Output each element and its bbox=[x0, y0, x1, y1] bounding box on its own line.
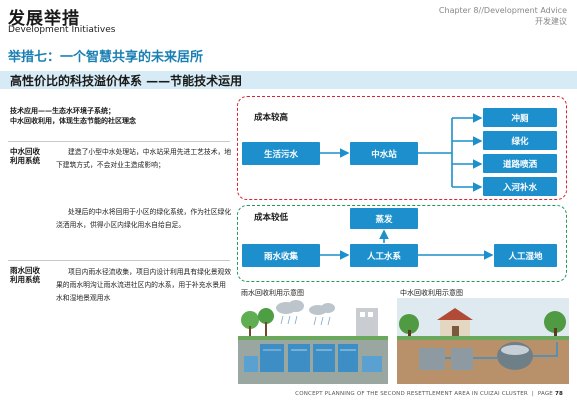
chapter-subtitle: 开发建议 bbox=[535, 17, 567, 26]
tech-line-1: 技术应用——生态水环境子系统； bbox=[10, 107, 115, 115]
box-river-refill: 入河补水 bbox=[483, 177, 557, 196]
box-flush: 冲厕 bbox=[483, 108, 557, 127]
tech-line-2: 中水回收利用，体现生态节能的社区理念 bbox=[10, 117, 136, 125]
box-greening: 绿化 bbox=[483, 131, 557, 150]
section-band-title: 高性价比的科技溢价体系 ——节能技术运用 bbox=[10, 74, 243, 88]
low-cost-zone bbox=[237, 205, 567, 282]
page-number: 78 bbox=[554, 391, 563, 397]
box-rain-collection: 雨水收集 bbox=[242, 244, 320, 267]
box-reclaimed-station: 中水站 bbox=[350, 142, 418, 165]
high-cost-label: 成本较高 bbox=[254, 113, 289, 123]
rain-illustration-caption: 雨水回收利用示意图 bbox=[241, 289, 304, 297]
section-band: 高性价比的科技溢价体系 ——节能技术运用 bbox=[0, 71, 577, 89]
cloud-icon bbox=[276, 300, 335, 315]
box-artificial-water: 人工水系 bbox=[350, 244, 418, 267]
chapter-title: Chapter 8//Development Advice bbox=[438, 6, 567, 15]
rain-system-label: 雨水回收利用系统 bbox=[10, 266, 40, 284]
box-road-spray: 道路喷洒 bbox=[483, 154, 557, 173]
page-title: 发展举措 bbox=[8, 9, 80, 29]
low-cost-label: 成本较低 bbox=[254, 213, 289, 223]
chapter-label: Chapter 8//Development Advice 开发建议 bbox=[439, 5, 567, 27]
rain-paragraph: 项目内雨水径流收集，项目内设计利用具有绿化景观效果的雨水明沟让雨水流进社区内的水… bbox=[56, 268, 232, 302]
reclaimed-illustration-caption: 中水回收利用示意图 bbox=[400, 289, 463, 297]
box-artificial-wetland: 人工湿地 bbox=[494, 244, 557, 267]
reclaimed-system-label: 中水回收利用系统 bbox=[10, 147, 40, 165]
rain-icon bbox=[280, 315, 331, 326]
measure-title: 举措七：一个智慧共享的未来居所 bbox=[8, 50, 204, 65]
tech-intro: 技术应用——生态水环境子系统； 中水回收利用，体现生态节能的社区理念 bbox=[10, 106, 136, 126]
rain-recycling-illustration bbox=[238, 298, 388, 384]
page-subtitle: Development Initiatives bbox=[8, 25, 116, 35]
box-evaporation: 蒸发 bbox=[350, 208, 418, 229]
footer-text: CONCEPT PLANNING OF THE SECOND RESETTLEM… bbox=[295, 391, 528, 397]
tree-icon bbox=[241, 308, 274, 340]
high-cost-zone bbox=[237, 96, 567, 200]
box-domestic-sewage: 生活污水 bbox=[242, 142, 320, 165]
divider bbox=[8, 260, 230, 261]
reclaimed-paragraph-1: 建造了小型中水处理站，中水站采用先进工艺技术，地下建筑方式，不会对业主造成影响； bbox=[56, 148, 232, 169]
footer: CONCEPT PLANNING OF THE SECOND RESETTLEM… bbox=[295, 391, 563, 397]
reclaimed-paragraph-2: 处理后的中水将回用于小区的绿化系统，作为社区绿化浇洒用水，供得小区内绿化用水自给… bbox=[56, 208, 232, 229]
reclaimed-recycling-illustration bbox=[397, 298, 569, 384]
page-label: PAGE bbox=[537, 391, 553, 397]
divider bbox=[8, 141, 230, 142]
tree-icon bbox=[399, 311, 566, 340]
